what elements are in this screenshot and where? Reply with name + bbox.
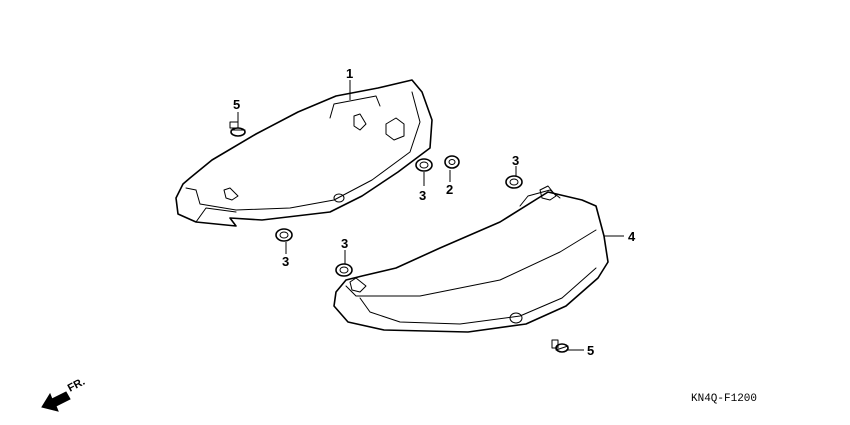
grommet-part-b <box>505 175 523 189</box>
callout-1: 1 <box>346 66 353 81</box>
grommet-part-a <box>415 158 433 172</box>
callout-5-lower: 5 <box>587 343 594 358</box>
callout-2: 2 <box>446 182 453 197</box>
leader-lines <box>237 80 624 351</box>
callout-3-c: 3 <box>282 254 289 269</box>
front-direction-label: FR. <box>66 376 87 395</box>
screw-part-lower <box>551 339 569 353</box>
callout-5-upper: 5 <box>233 97 240 112</box>
front-direction-arrow-icon <box>41 391 71 412</box>
diagram-code: KN4Q-F1200 <box>691 393 757 405</box>
right-side-cover-part <box>333 185 609 333</box>
screw-part-upper <box>229 121 246 137</box>
collar-part <box>444 155 460 169</box>
callout-3-d: 3 <box>341 236 348 251</box>
callout-3-a: 3 <box>419 188 426 203</box>
grommet-part-c <box>275 228 293 242</box>
grommet-part-d <box>335 263 353 277</box>
callout-3-b: 3 <box>512 153 519 168</box>
left-side-cover-part <box>175 79 433 227</box>
callout-4: 4 <box>628 229 636 244</box>
